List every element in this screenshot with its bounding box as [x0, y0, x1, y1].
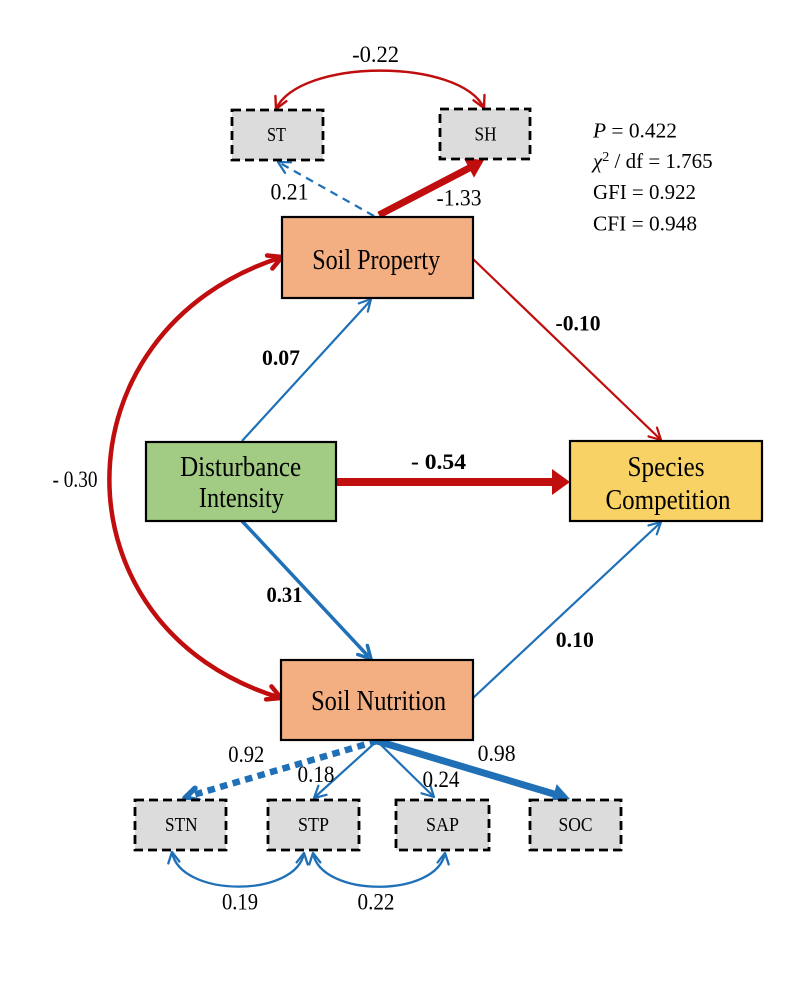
svg-text:-0.10: -0.10 [556, 311, 601, 336]
svg-text:0.31: 0.31 [267, 582, 303, 607]
svg-text:STN: STN [165, 815, 198, 836]
svg-text:Soil Nutrition: Soil Nutrition [311, 685, 446, 717]
svg-text:CFI = 0.948: CFI = 0.948 [593, 212, 697, 236]
svg-text:SAP: SAP [426, 815, 459, 836]
svg-text:Species: Species [628, 452, 705, 483]
svg-text:χ2 / df = 1.765: χ2 / df = 1.765 [591, 149, 713, 173]
svg-text:0.24: 0.24 [423, 767, 460, 792]
svg-text:0.92: 0.92 [228, 742, 264, 767]
svg-text:- 0.30: - 0.30 [53, 467, 98, 492]
svg-text:-1.33: -1.33 [437, 186, 482, 211]
svg-text:Competition: Competition [606, 485, 731, 516]
svg-text:0.21: 0.21 [271, 180, 309, 205]
svg-text:Intensity: Intensity [199, 483, 284, 514]
svg-text:Soil Property: Soil Property [312, 244, 440, 276]
svg-text:- 0.54: - 0.54 [411, 449, 466, 474]
svg-text:0.98: 0.98 [478, 741, 516, 766]
svg-text:SOC: SOC [559, 815, 593, 836]
svg-text:0.07: 0.07 [262, 345, 300, 370]
svg-text:-0.22: -0.22 [352, 42, 399, 67]
svg-text:STP: STP [298, 815, 329, 836]
svg-text:Disturbance: Disturbance [180, 452, 301, 483]
svg-text:0.19: 0.19 [222, 890, 258, 915]
svg-text:GFI = 0.922: GFI = 0.922 [593, 180, 696, 204]
svg-text:ST: ST [267, 124, 286, 146]
svg-text:SH: SH [475, 124, 497, 146]
svg-text:0.22: 0.22 [358, 890, 395, 915]
svg-text:0.18: 0.18 [298, 762, 335, 787]
svg-text:P = 0.422: P = 0.422 [592, 119, 677, 143]
svg-text:0.10: 0.10 [556, 627, 594, 652]
